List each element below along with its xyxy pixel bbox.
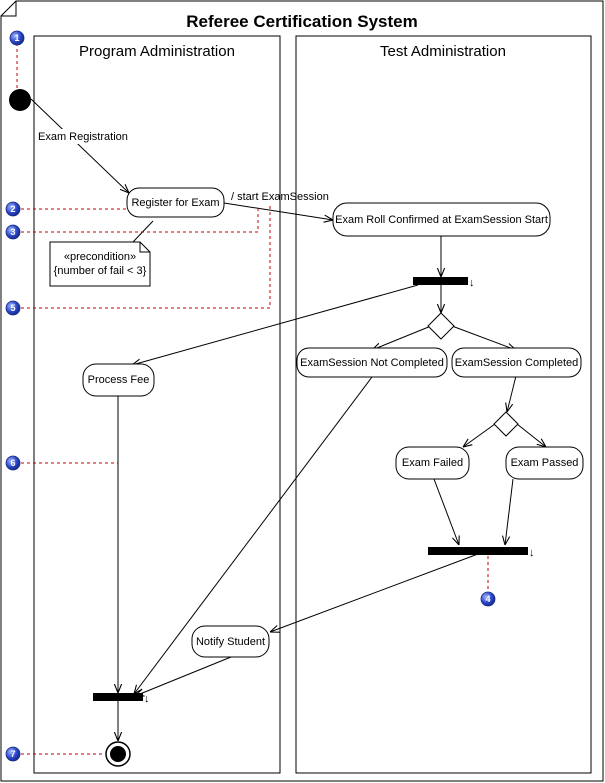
flow-decision-to-notcompleted [372, 325, 432, 350]
flow-initial-to-register [30, 98, 129, 193]
join-bar-results [428, 547, 528, 555]
flow-decision2-to-failed [463, 423, 496, 447]
node-register-for-exam [126, 187, 225, 218]
note-condition: {number of fail < 3} [54, 265, 147, 277]
callout-marker-4: 4 [480, 591, 496, 607]
flow-completed-to-decision2 [507, 375, 517, 412]
note-stereotype: «precondition» [64, 251, 136, 263]
final-node-core [110, 746, 126, 762]
callout-marker-2: 2 [5, 201, 21, 217]
svg-text:7: 7 [10, 749, 15, 759]
precondition-note [49, 241, 151, 287]
label-start-examsession: / start ExamSession [231, 191, 329, 203]
note-fold [139, 242, 150, 253]
lane-test-administration [295, 35, 592, 774]
flow-decision2-to-passed [516, 423, 546, 447]
svg-text:5: 5 [10, 303, 15, 313]
node-exam-passed-label: Exam Passed [511, 457, 579, 469]
flow-fork-to-processfee [132, 284, 419, 365]
svg-text:6: 6 [10, 458, 15, 468]
callout-marker-1: 1 [9, 30, 25, 46]
flow-decision-to-completed [451, 325, 516, 350]
flow-register-to-examroll [223, 202, 333, 220]
node-exam-roll-confirmed-label: Exam Roll Confirmed at ExamSession Start [335, 214, 548, 226]
fork-bar-arrow-icon: ↓ [469, 277, 475, 289]
node-examsession-not-completed [296, 347, 448, 378]
callout-line-5 [21, 206, 271, 309]
callout-line-3 [21, 205, 259, 233]
flow-failed-to-join [433, 478, 459, 545]
flow-notcompleted-to-join [134, 376, 373, 694]
node-exam-failed [395, 446, 470, 480]
decision-session-outcome [427, 312, 455, 340]
svg-text:2: 2 [10, 204, 15, 214]
node-process-fee [82, 363, 155, 397]
initial-node [9, 89, 31, 111]
node-exam-roll-confirmed [332, 202, 551, 237]
flow-notify-to-join [135, 656, 232, 696]
node-exam-failed-label: Exam Failed [402, 457, 463, 469]
callout-marker-7: 7 [5, 746, 21, 762]
frame-corner-fold [1, 1, 17, 17]
node-process-fee-label: Process Fee [88, 374, 150, 386]
svg-text:4: 4 [485, 594, 490, 604]
callout-marker-6: 6 [5, 455, 21, 471]
node-notify-student [191, 625, 270, 658]
callout-marker-3: 3 [5, 224, 21, 240]
node-examsession-completed-label: ExamSession Completed [455, 357, 579, 369]
callout-marker-5: 5 [5, 300, 21, 316]
svg-text:3: 3 [10, 227, 15, 237]
decision-exam-result [493, 411, 519, 437]
join-bar-arrow-icon: ↓ [529, 547, 535, 559]
node-register-for-exam-label: Register for Exam [131, 197, 219, 209]
join-final-arrow-icon: ↓ [144, 693, 150, 705]
join-bar-final [93, 693, 143, 701]
node-examsession-completed [451, 347, 582, 378]
flow-join-to-notify [270, 553, 479, 632]
lane-title-test: Test Administration [380, 43, 506, 60]
node-notify-student-label: Notify Student [196, 636, 265, 648]
diagram-title: Referee Certification System [186, 12, 417, 31]
node-exam-passed [505, 446, 584, 480]
lane-program-administration [33, 35, 281, 774]
label-bg [36, 129, 128, 144]
svg-text:1: 1 [14, 33, 19, 43]
node-examsession-not-completed-label: ExamSession Not Completed [300, 357, 444, 369]
fork-bar [413, 277, 468, 285]
label-exam-registration: Exam Registration [38, 131, 128, 143]
flow-passed-to-join [505, 478, 514, 545]
lane-title-program: Program Administration [79, 43, 235, 60]
